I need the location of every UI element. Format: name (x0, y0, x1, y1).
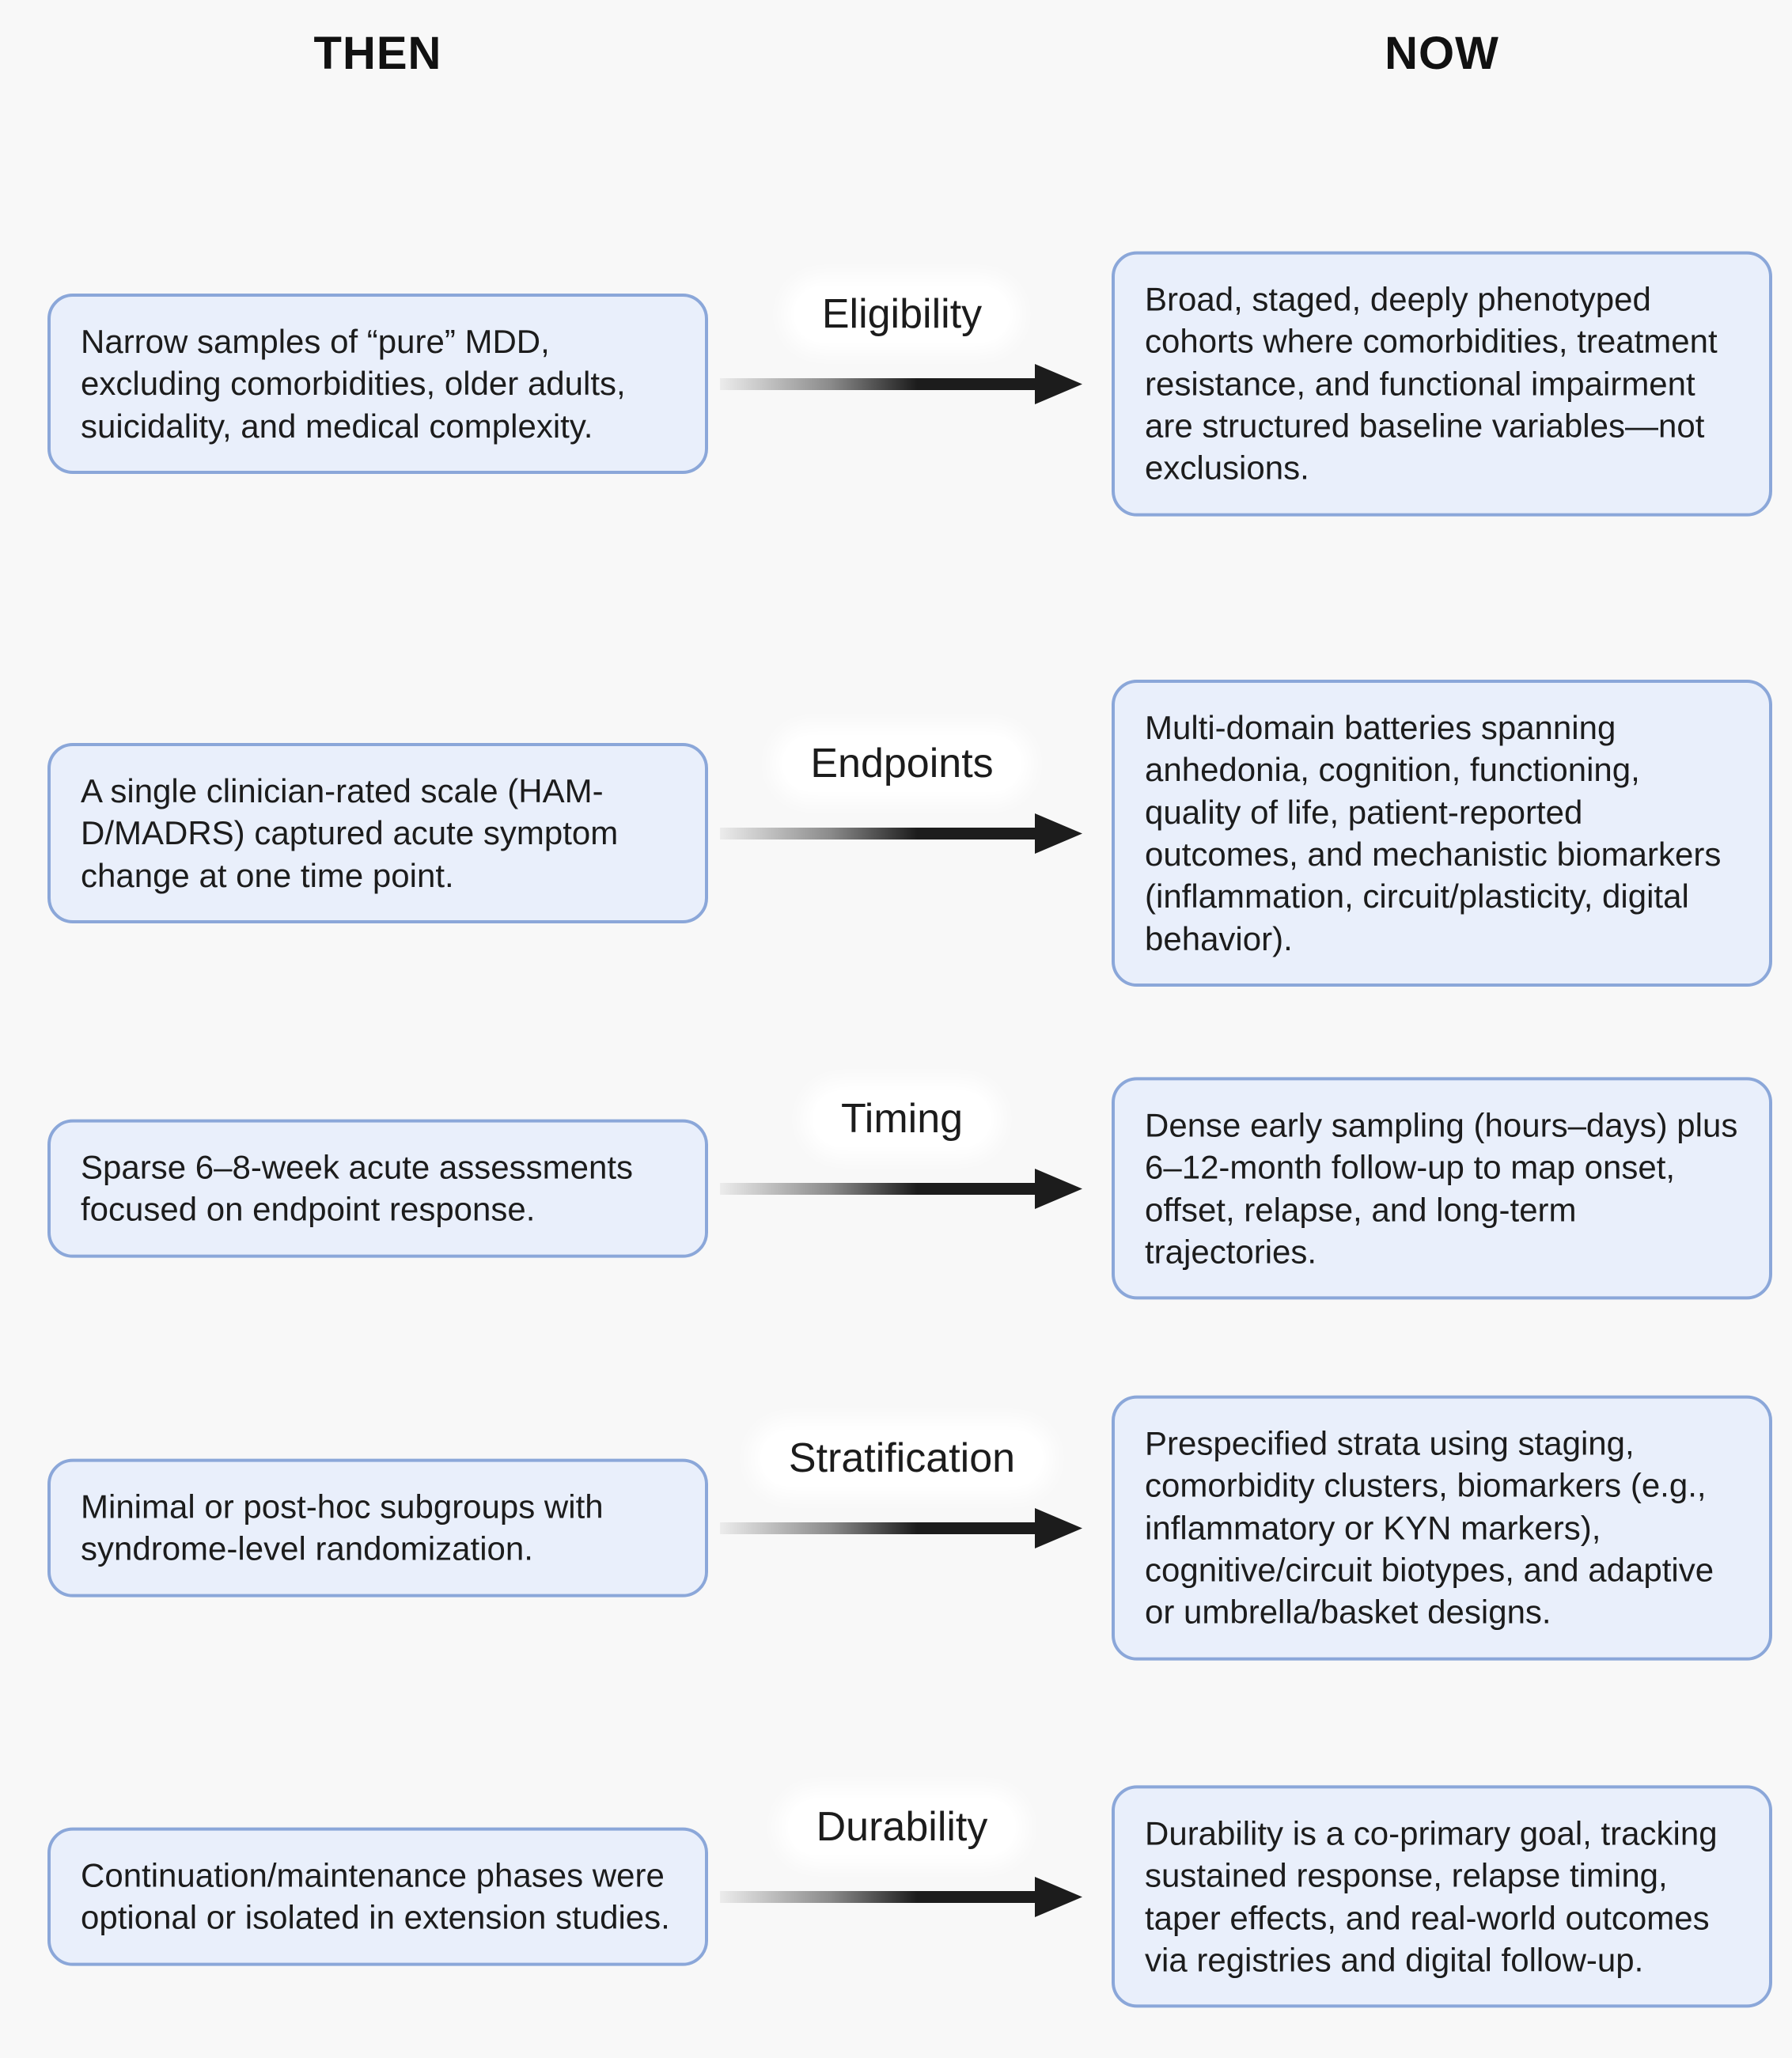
row-label-timing: Timing (812, 1090, 992, 1147)
then-text-eligibility: Narrow samples of “pure” MDD, excluding … (81, 323, 626, 445)
arrow-right-icon (720, 364, 1082, 404)
row-label-stratification: Stratification (760, 1430, 1044, 1487)
then-box-endpoints: A single clinician-rated scale (HAM-D/MA… (47, 743, 708, 923)
now-text-stratification: Prespecified strata using staging, comor… (1145, 1424, 1714, 1631)
then-text-timing: Sparse 6–8-week acute assessments focuse… (81, 1148, 634, 1228)
then-box-eligibility: Narrow samples of “pure” MDD, excluding … (47, 294, 708, 474)
then-text-durability: Continuation/maintenance phases were opt… (81, 1856, 670, 1936)
then-text-endpoints: A single clinician-rated scale (HAM-D/MA… (81, 772, 619, 894)
now-box-stratification: Prespecified strata using staging, comor… (1112, 1395, 1772, 1661)
now-column-header: NOW (1385, 28, 1499, 79)
arrow-right-icon (720, 1508, 1082, 1548)
now-box-timing: Dense early sampling (hours–days) plus 6… (1112, 1077, 1772, 1300)
now-box-eligibility: Broad, staged, deeply phenotyped cohorts… (1112, 251, 1772, 517)
arrow-right-icon (720, 813, 1082, 854)
then-box-timing: Sparse 6–8-week acute assessments focuse… (47, 1119, 708, 1258)
now-text-timing: Dense early sampling (hours–days) plus 6… (1145, 1106, 1738, 1271)
now-box-durability: Durability is a co-primary goal, trackin… (1112, 1785, 1772, 2008)
row-label-endpoints: Endpoints (782, 735, 1022, 792)
arrow-right-icon (720, 1169, 1082, 1209)
arrow-right-icon (720, 1877, 1082, 1917)
then-box-durability: Continuation/maintenance phases were opt… (47, 1827, 708, 1966)
row-label-durability: Durability (787, 1798, 1017, 1855)
now-box-endpoints: Multi-domain batteries spanning anhedoni… (1112, 680, 1772, 987)
row-label-eligibility: Eligibility (793, 286, 1011, 343)
now-text-endpoints: Multi-domain batteries spanning anhedoni… (1145, 709, 1722, 957)
now-text-durability: Durability is a co-primary goal, trackin… (1145, 1814, 1718, 1979)
then-text-stratification: Minimal or post-hoc subgroups with syndr… (81, 1488, 604, 1567)
then-box-stratification: Minimal or post-hoc subgroups with syndr… (47, 1458, 708, 1598)
then-column-header: THEN (313, 28, 442, 79)
now-text-eligibility: Broad, staged, deeply phenotyped cohorts… (1145, 280, 1718, 487)
